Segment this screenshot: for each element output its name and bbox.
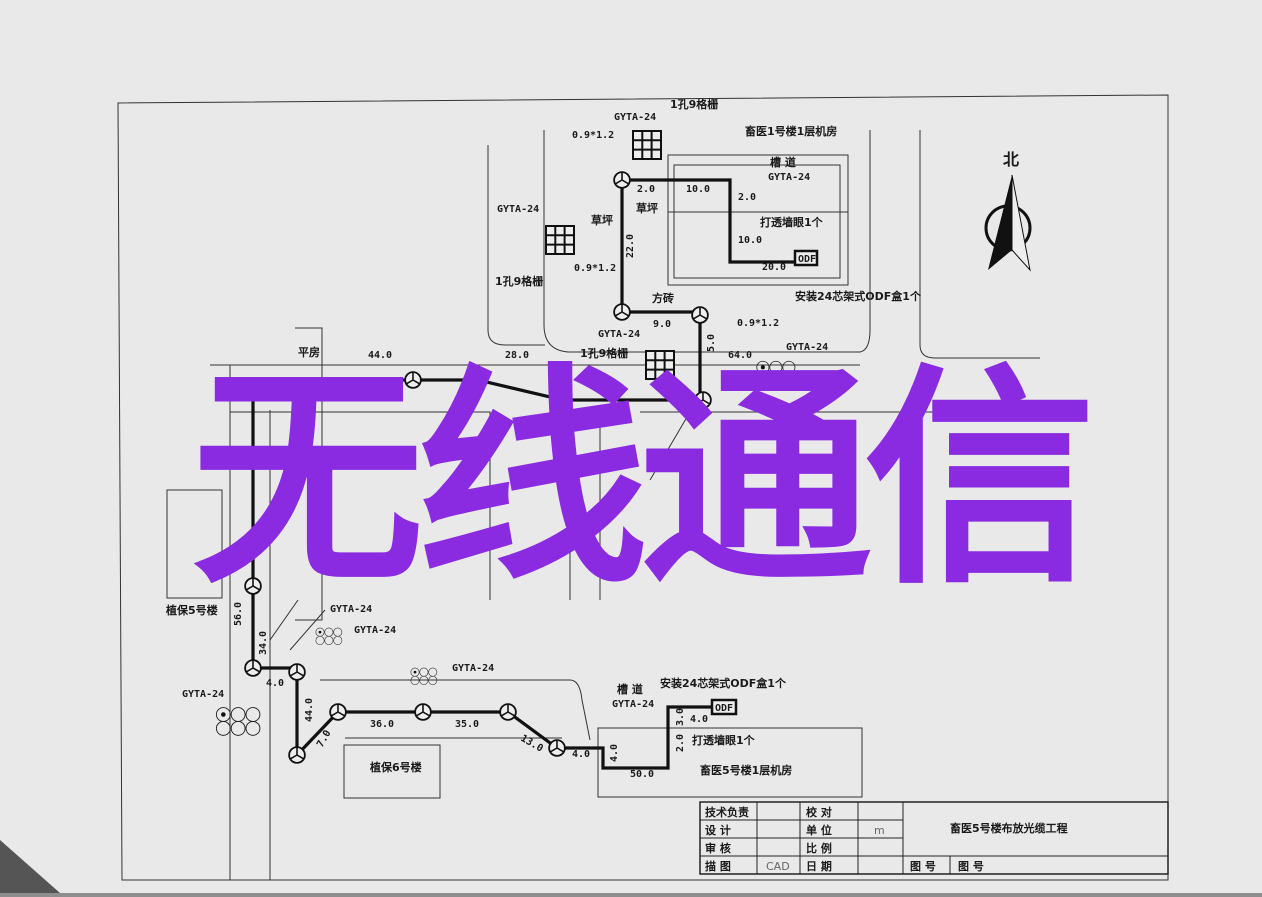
distance-label: 56.0 xyxy=(233,602,244,626)
manhole-icon xyxy=(613,171,631,189)
title-cell: 设 计 xyxy=(705,823,731,837)
building-label: 平房 xyxy=(298,345,320,359)
wall-hole-label: 打透墙眼1个 xyxy=(692,733,756,747)
title-cell: 描 图 xyxy=(705,859,731,873)
drawing-frame xyxy=(117,94,1169,881)
grid-label: 1孔9格栅 xyxy=(495,274,543,288)
manhole-icon xyxy=(613,303,631,321)
title-cell: CAD xyxy=(766,860,790,873)
site-outlines xyxy=(166,130,1040,880)
title-block: 技术负责 设 计 审 核 描 图 CAD 校 对 单 位 m 比 例 日 期 畜… xyxy=(699,801,1169,875)
cable-label: GYTA-24 xyxy=(598,329,640,340)
manhole-icon xyxy=(288,746,306,764)
manhole-icon xyxy=(499,703,517,721)
wall-hole-label: 打透墙眼1个 xyxy=(760,215,824,229)
distance-label: 4.0 xyxy=(609,744,620,762)
project-title: 畜医5号楼布放光缆工程 xyxy=(950,821,1068,835)
manhole-icon xyxy=(329,703,347,721)
watermark-text: 无线通信 xyxy=(191,345,1096,615)
distance-label: 4.0 xyxy=(572,749,590,760)
distance-label: 5.0 xyxy=(706,334,717,352)
grid-duct-icon xyxy=(545,225,575,255)
well-size-label: 0.9*1.2 xyxy=(572,130,614,141)
title-cell: 图 号 xyxy=(958,860,984,873)
lawn-label: 草坪 xyxy=(636,201,658,215)
title-cell: 日 期 xyxy=(806,859,832,873)
distance-label: 36.0 xyxy=(370,719,394,730)
annotations: GYTA-24 1孔9格栅 0.9*1.2 畜医1号楼1层机房 槽 道 GYTA… xyxy=(165,97,922,780)
distance-label: 2.0 xyxy=(637,184,655,195)
distance-label: 20.0 xyxy=(762,262,786,273)
manhole-icon xyxy=(244,659,262,677)
manhole-icon xyxy=(414,703,432,721)
title-cell: 技术负责 xyxy=(705,805,749,819)
distance-label: 2.0 xyxy=(675,734,686,752)
north-arrow-icon xyxy=(984,174,1032,272)
building-label: 植保6号楼 xyxy=(369,760,422,774)
tiles-label: 方砖 xyxy=(652,291,674,305)
odf-install-label: 安装24芯架式ODF盒1个 xyxy=(660,676,787,690)
cable-route-top xyxy=(251,178,795,770)
cable-label: GYTA-24 xyxy=(354,625,396,636)
title-cell: 图 号 xyxy=(910,860,936,873)
cable-label: GYTA-24 xyxy=(768,172,810,183)
distance-label: 22.0 xyxy=(625,234,636,258)
distance-label: 44.0 xyxy=(368,350,392,361)
title-cell: 单 位 xyxy=(806,823,832,837)
odf-label: ODF xyxy=(715,703,733,714)
title-cell: 审 核 xyxy=(705,841,731,855)
distance-label: 64.0 xyxy=(728,350,752,361)
grid-label: 1孔9格栅 xyxy=(670,97,718,111)
distance-label: 44.0 xyxy=(304,698,315,722)
distance-label: 35.0 xyxy=(455,719,479,730)
distance-label: 3.0 xyxy=(675,708,686,726)
distance-label: 34.0 xyxy=(258,631,269,655)
distance-label: 2.0 xyxy=(738,192,756,203)
trough-label: 槽 道 xyxy=(617,682,643,696)
cable-label: GYTA-24 xyxy=(786,342,828,353)
building-label: 植保5号楼 xyxy=(165,603,218,617)
manhole-icon xyxy=(288,663,306,681)
odf-install-label: 安装24芯架式ODF盒1个 xyxy=(795,289,922,303)
room-label: 畜医5号楼1层机房 xyxy=(700,763,792,777)
title-cell: m xyxy=(874,824,885,837)
cable-label: GYTA-24 xyxy=(614,112,656,123)
north-label: 北 xyxy=(1003,150,1019,169)
cable-label: GYTA-24 xyxy=(497,204,539,215)
distance-label: 10.0 xyxy=(738,235,762,246)
cable-label: GYTA-24 xyxy=(330,604,372,615)
grid-label: 1孔9格栅 xyxy=(580,346,628,360)
distance-label: 50.0 xyxy=(630,769,654,780)
manhole-icon xyxy=(691,306,709,324)
well-size-label: 0.9*1.2 xyxy=(574,263,616,274)
distance-label: 10.0 xyxy=(686,184,710,195)
table-edge xyxy=(0,840,60,893)
cable-label: GYTA-24 xyxy=(452,663,494,674)
trough-label: 槽 道 xyxy=(770,155,796,169)
distance-label: 4.0 xyxy=(690,714,708,725)
odf-label: ODF xyxy=(798,254,816,265)
distance-label: 4.0 xyxy=(266,678,284,689)
room-label: 畜医1号楼1层机房 xyxy=(745,124,837,138)
lawn-label: 草坪 xyxy=(591,213,613,227)
manhole-icon xyxy=(548,739,566,757)
cable-label: GYTA-24 xyxy=(612,699,654,710)
title-cell: 校 对 xyxy=(806,805,832,819)
cable-label: GYTA-24 xyxy=(182,689,224,700)
odf-box-top xyxy=(793,249,819,267)
distance-label: 28.0 xyxy=(505,350,529,361)
distance-label: 9.0 xyxy=(653,319,671,330)
odf-box-bottom xyxy=(710,698,738,716)
grid-duct-icon xyxy=(632,130,662,160)
title-cell: 比 例 xyxy=(806,841,832,855)
well-size-label: 0.9*1.2 xyxy=(737,318,779,329)
